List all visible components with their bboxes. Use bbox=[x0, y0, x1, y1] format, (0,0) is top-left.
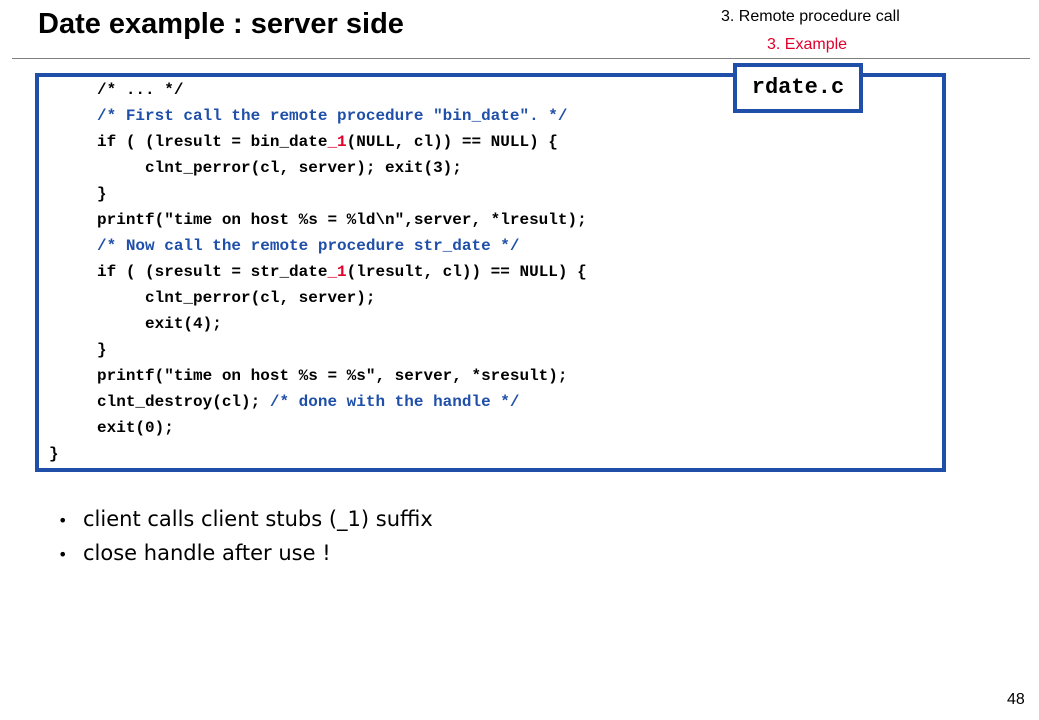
code-line: if ( (sresult = str_date_1(lresult, cl))… bbox=[49, 259, 587, 285]
code-text: printf("time on host %s = %ld\n",server,… bbox=[49, 211, 587, 229]
section-label: 3. Remote procedure call bbox=[721, 8, 900, 25]
stub-suffix-highlight: _1 bbox=[327, 133, 347, 151]
bullet-icon: • bbox=[58, 545, 68, 564]
code-line: printf("time on host %s = %ld\n",server,… bbox=[49, 207, 587, 233]
code-text: exit(4); bbox=[49, 315, 222, 333]
code-text: printf("time on host %s = %s", server, *… bbox=[49, 367, 568, 385]
subsection-label: 3. Example bbox=[767, 36, 848, 53]
stub-suffix-highlight: _1 bbox=[327, 263, 347, 281]
code-text: exit(0); bbox=[49, 419, 174, 437]
code-text: } bbox=[49, 341, 107, 359]
code-listing-box: /* ... */ /* First call the remote proce… bbox=[35, 73, 946, 472]
code-text: (lresult, cl)) == NULL) { bbox=[346, 263, 587, 281]
code-text: if ( (sresult = str_date bbox=[49, 263, 328, 281]
page-number: 48 bbox=[1007, 691, 1025, 708]
code-line: /* Now call the remote procedure str_dat… bbox=[49, 233, 587, 259]
bullet-list: • client calls client stubs (_1) suffix … bbox=[58, 503, 433, 571]
bullet-text: close handle after use ! bbox=[83, 541, 331, 565]
bullet-item: • close handle after use ! bbox=[58, 537, 433, 571]
header-divider bbox=[12, 58, 1030, 59]
code-text: } bbox=[49, 185, 107, 203]
code-line: exit(0); bbox=[49, 415, 587, 441]
code-line: } bbox=[49, 337, 587, 363]
code-comment: /* done with the handle */ bbox=[269, 393, 520, 411]
code-comment: /* First call the remote procedure "bin_… bbox=[49, 107, 568, 125]
filename-label: rdate.c bbox=[733, 63, 863, 113]
bullet-text: client calls client stubs (_1) suffix bbox=[83, 507, 433, 531]
code-line: clnt_destroy(cl); /* done with the handl… bbox=[49, 389, 587, 415]
code-listing: /* ... */ /* First call the remote proce… bbox=[49, 77, 587, 467]
code-line: /* ... */ bbox=[49, 77, 587, 103]
code-text: } bbox=[49, 445, 59, 463]
bullet-item: • client calls client stubs (_1) suffix bbox=[58, 503, 433, 537]
code-line: } bbox=[49, 441, 587, 467]
code-line: if ( (lresult = bin_date_1(NULL, cl)) ==… bbox=[49, 129, 587, 155]
code-line: clnt_perror(cl, server); bbox=[49, 285, 587, 311]
code-text: clnt_perror(cl, server); exit(3); bbox=[49, 159, 462, 177]
code-line: /* First call the remote procedure "bin_… bbox=[49, 103, 587, 129]
bullet-icon: • bbox=[58, 511, 68, 530]
code-text: clnt_perror(cl, server); bbox=[49, 289, 376, 307]
code-line: printf("time on host %s = %s", server, *… bbox=[49, 363, 587, 389]
code-line: clnt_perror(cl, server); exit(3); bbox=[49, 155, 587, 181]
slide-title: Date example : server side bbox=[38, 8, 404, 40]
code-comment: /* Now call the remote procedure str_dat… bbox=[49, 237, 520, 255]
code-text: if ( (lresult = bin_date bbox=[49, 133, 328, 151]
code-text: (NULL, cl)) == NULL) { bbox=[346, 133, 558, 151]
code-line: exit(4); bbox=[49, 311, 587, 337]
code-text: clnt_destroy(cl); bbox=[49, 393, 270, 411]
code-line: } bbox=[49, 181, 587, 207]
code-text: /* ... */ bbox=[49, 81, 184, 99]
